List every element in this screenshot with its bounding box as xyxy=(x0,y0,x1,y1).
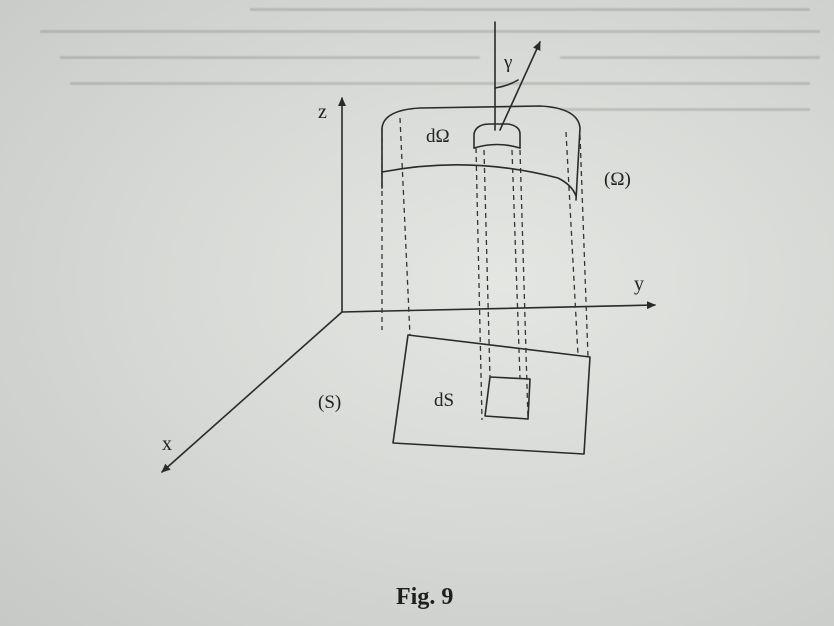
domega-top xyxy=(473,123,521,149)
omega-label: (Ω) xyxy=(604,169,631,190)
bleed-through-text xyxy=(0,0,834,140)
projection-line xyxy=(399,117,411,337)
figure-caption: Fig. 9 xyxy=(396,584,453,610)
surface-omega xyxy=(381,105,581,201)
z-axis-label: z xyxy=(318,101,327,123)
s-label: (S) xyxy=(318,392,341,413)
x-axis-label: x xyxy=(162,433,172,455)
surface-front-curve xyxy=(381,163,577,197)
projection-line xyxy=(565,131,579,356)
projection-plane-s xyxy=(392,334,591,455)
x-axis xyxy=(161,311,343,473)
y-axis xyxy=(341,301,656,313)
projection-element-ds xyxy=(484,376,531,420)
surface-top-curve xyxy=(381,105,581,201)
normal-vector xyxy=(499,41,541,131)
gamma-angle-arc xyxy=(494,79,519,89)
projection-line xyxy=(579,134,589,358)
projection-lines xyxy=(381,117,589,421)
ds-label: dS xyxy=(434,390,454,411)
projection-line xyxy=(511,149,521,379)
projection-line xyxy=(475,147,483,421)
gamma-label: γ xyxy=(503,52,512,73)
surface-element-domega xyxy=(473,123,521,149)
domega-label: dΩ xyxy=(426,126,450,147)
projection-line xyxy=(519,149,529,421)
domega-rim xyxy=(473,143,521,149)
projection-line xyxy=(483,149,491,379)
y-axis-label: y xyxy=(634,273,644,295)
